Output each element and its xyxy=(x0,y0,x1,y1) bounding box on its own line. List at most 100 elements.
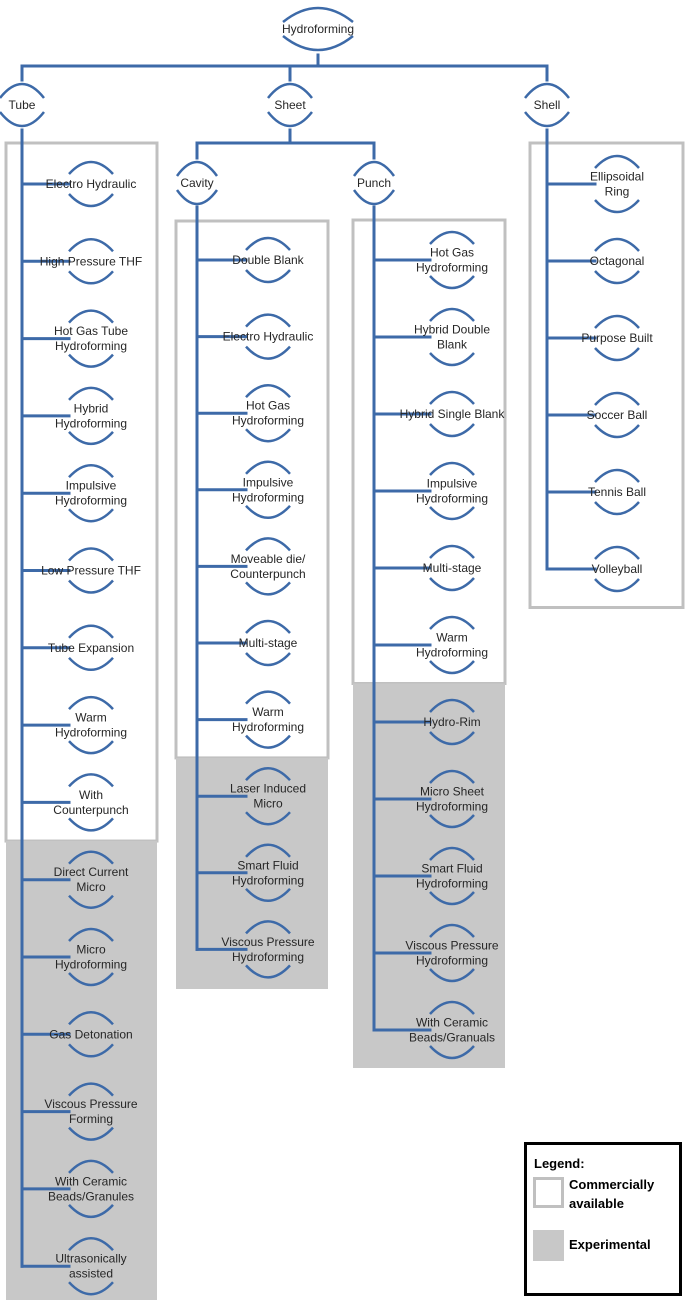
shell-commercial-box xyxy=(528,141,685,609)
cavity-node: Cavity xyxy=(180,176,213,190)
punch-commercial-node: Hybrid Single Blank xyxy=(400,407,506,421)
sheet-node-top-arc xyxy=(267,82,313,99)
tube-experimental-node-top-arc xyxy=(68,1159,114,1174)
shell-commercial-node-bottom-arc xyxy=(594,578,640,593)
shell-commercial-node-top-arc xyxy=(594,391,640,406)
legend-experimental-label: Experimental xyxy=(569,1237,651,1252)
tube-node: Tube xyxy=(9,98,36,112)
cavity-commercial-node-top-arc xyxy=(245,690,291,705)
shell-commercial-node-top-arc xyxy=(594,314,640,329)
punch-experimental-node-bottom-arc xyxy=(429,891,475,906)
punch-experimental-node-bottom-arc xyxy=(429,968,475,983)
cavity-commercial-node-bottom-arc xyxy=(245,581,291,596)
shell-commercial-node: Tennis Ball xyxy=(588,485,646,499)
tube-commercial-node-top-arc xyxy=(68,160,114,175)
punch-experimental-node-bottom-arc xyxy=(429,731,475,746)
tube-commercial-node-bottom-arc xyxy=(68,656,114,672)
shell-commercial-node: Octagonal xyxy=(590,254,645,268)
sheet-node-bottom-arc xyxy=(267,111,313,128)
legend-title: Legend: xyxy=(534,1156,585,1171)
shell-commercial-node-top-arc xyxy=(594,545,640,560)
shell-commercial-node-bottom-arc xyxy=(594,501,640,516)
cavity-commercial-node: Multi-stage xyxy=(239,636,298,650)
tube-experimental-node-bottom-arc xyxy=(68,1043,114,1058)
cavity-commercial-node: Double Blank xyxy=(232,253,304,267)
legend-commercial-swatch xyxy=(533,1177,564,1208)
tube-commercial-node: High Pressure THF xyxy=(40,254,142,268)
tube-commercial-node-bottom-arc xyxy=(68,431,114,446)
punch-commercial-node-bottom-arc xyxy=(429,577,475,592)
tube-commercial-node-top-arc xyxy=(68,695,114,710)
shell-commercial-node-top-arc xyxy=(594,468,640,483)
cavity-experimental-node-top-arc xyxy=(245,843,291,858)
punch-experimental-node: Hydro-Rim xyxy=(423,715,480,729)
shell-commercial-node-bottom-arc xyxy=(594,270,640,285)
shell-commercial-node: Volleyball xyxy=(592,562,643,576)
tube-commercial-node: Tube Expansion xyxy=(48,641,134,655)
tube-node-bottom-arc xyxy=(0,111,45,128)
punch-commercial-node-bottom-arc xyxy=(429,275,475,290)
tube-experimental-node-bottom-arc xyxy=(68,1204,114,1219)
tube-experimental-node-bottom-arc xyxy=(68,894,114,909)
shell-commercial-node: Soccer Ball xyxy=(587,408,648,422)
cavity-commercial-node-bottom-arc xyxy=(245,428,291,443)
punch-commercial-node-bottom-arc xyxy=(429,660,475,675)
punch-commercial-node-bottom-arc xyxy=(429,506,475,521)
tube-experimental-node-bottom-arc xyxy=(68,972,114,987)
cavity-commercial-node-top-arc xyxy=(245,236,291,251)
tube-commercial-node-top-arc xyxy=(68,309,114,324)
punch-commercial-box xyxy=(351,218,507,685)
cavity-experimental-node-bottom-arc xyxy=(245,887,291,903)
cavity-commercial-node-top-arc xyxy=(245,460,291,475)
tube-commercial-node: Electro Hydraulic xyxy=(46,177,137,191)
cavity-commercial-node-bottom-arc xyxy=(245,504,291,520)
punch-experimental-node-top-arc xyxy=(429,769,475,784)
root-node: Hydroforming xyxy=(282,22,354,36)
cavity-commercial-node-top-arc xyxy=(245,383,291,399)
cavity-node-bottom-arc xyxy=(175,189,219,206)
shell-commercial-node: Purpose Built xyxy=(581,331,653,345)
punch-experimental-node-bottom-arc xyxy=(429,1045,475,1060)
tube-commercial-node-bottom-arc xyxy=(68,353,114,368)
punch-commercial-node-top-arc xyxy=(429,307,475,322)
tube-experimental-node: Gas Detonation xyxy=(49,1027,132,1041)
cavity-experimental-node-bottom-arc xyxy=(245,811,291,826)
tube-commercial-node-top-arc xyxy=(68,238,114,253)
tube-node-top-arc xyxy=(0,82,45,99)
cavity-commercial-node-bottom-arc xyxy=(245,269,291,284)
tube-experimental-node-top-arc xyxy=(68,927,114,942)
tube-experimental-node-top-arc xyxy=(68,1011,114,1026)
tube-commercial-node-top-arc xyxy=(68,773,114,788)
tube-commercial-node-top-arc xyxy=(68,463,114,479)
root-node-bottom-arc xyxy=(282,35,354,52)
root-node-top-arc xyxy=(282,6,354,23)
tube-commercial-node-bottom-arc xyxy=(68,740,114,755)
punch-commercial-node-top-arc xyxy=(429,544,475,559)
cavity-commercial-node-top-arc xyxy=(245,619,291,634)
cavity-commercial-node-bottom-arc xyxy=(245,734,291,749)
punch-experimental-node-top-arc xyxy=(429,1000,475,1015)
cavity-commercial-node-top-arc xyxy=(245,537,291,552)
cavity-commercial-node: Electro Hydraulic xyxy=(223,330,314,344)
punch-commercial-node-top-arc xyxy=(429,615,475,630)
shell-node-top-arc xyxy=(524,82,570,99)
tube-commercial-node-top-arc xyxy=(68,547,114,562)
punch-node-top-arc xyxy=(352,160,396,177)
tube-commercial-node: Low Pressure THF xyxy=(41,564,141,578)
punch-commercial-node-top-arc xyxy=(429,461,475,476)
tube-commercial-node-bottom-arc xyxy=(68,579,114,594)
